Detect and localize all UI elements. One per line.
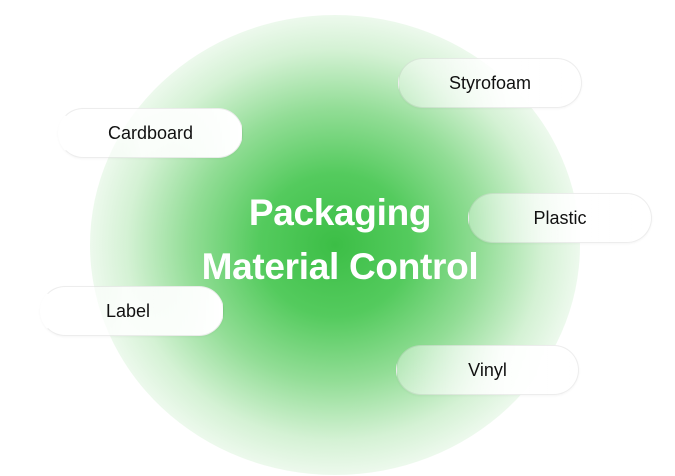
material-label: Plastic [533, 207, 587, 228]
material-pill-vinyl: Vinyl [396, 345, 579, 395]
material-pill-cardboard: Cardboard [58, 108, 243, 158]
material-label: Cardboard [107, 122, 194, 143]
material-label: Vinyl [468, 359, 507, 380]
center-title-line-2: Material Control [201, 246, 479, 287]
center-title-line-1: Packaging [248, 192, 432, 233]
center-title: Packaging Material Control [170, 186, 510, 294]
material-pill-plastic: Plastic [468, 193, 652, 243]
material-pill-label: Label [40, 286, 224, 336]
material-pill-styrofoam: Styrofoam [398, 58, 582, 108]
material-label: Label [105, 300, 151, 321]
material-label: Styrofoam [448, 72, 532, 93]
